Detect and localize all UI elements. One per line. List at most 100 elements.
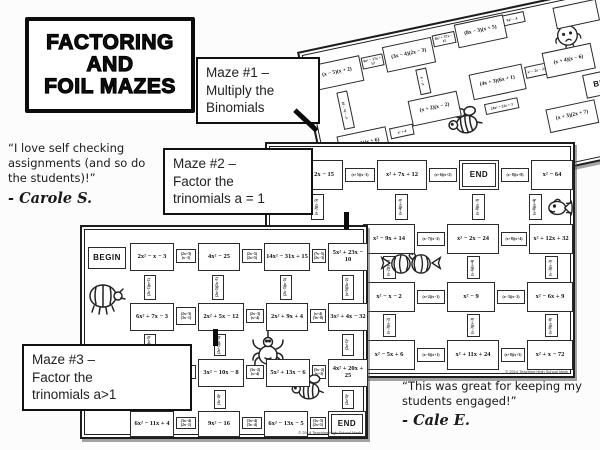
maze-connector-vertical: (x−8)(x−3) — [472, 194, 485, 220]
maze-connector-vertical: (3x−4)² — [214, 390, 226, 409]
maze-problem-box: x² + 11x + 24 — [447, 340, 499, 370]
maze-connector-horizontal: (x−8)(x+8) — [501, 168, 529, 182]
fish-icon — [547, 192, 575, 222]
maze-problem-box: 4x² − 25 — [198, 243, 240, 271]
maze-problem-box: 2x² + 9x + 4 — [266, 303, 308, 331]
maze-problem-box: (x + 3)(2x + 7) — [545, 99, 600, 134]
maze-problem-box: 14x² − 31x + 15 — [264, 243, 310, 271]
maze-connector-horizontal: x² + 4 — [388, 123, 415, 140]
testimonial-left: “I love self checking assignments (and s… — [8, 141, 160, 208]
maze-connector-vertical: (x+5)(5x−2) — [342, 275, 354, 300]
title-line: AND — [86, 52, 134, 76]
maze-problem-box: 5x² + 13x − 6 — [266, 359, 310, 387]
maze-problem-box: x² + 7x + 12 — [377, 160, 427, 190]
maze-problem-box: x² − 9x + 14 — [363, 224, 415, 254]
maze-connector-vertical: x² − 3x − 10 — [336, 90, 355, 130]
begin-box: BEGIN — [88, 247, 126, 269]
maze-connector-vertical: (x+4)(x+3) — [395, 194, 408, 220]
maze-problem-box: x² + x − 72 — [527, 340, 573, 370]
maze-connector-horizontal: (2x−5)(2x+5) — [242, 249, 262, 263]
maze-problem-box — [552, 0, 600, 30]
label-line: Factor the — [173, 173, 234, 189]
maze-connector-horizontal: (x+8)(x+4) — [501, 232, 527, 246]
maze-connector-horizontal: (x−7)(x−2) — [417, 232, 445, 246]
maze-connector-vertical: (2x+5)(2x−5) — [212, 275, 224, 300]
maze-connector-vertical: (2x−1)(x+1) — [144, 275, 156, 300]
label-line: Binomials — [206, 100, 265, 116]
label-line: trinomials a = 1 — [173, 191, 265, 207]
testimonial-text: “I love self checking assignments (and s… — [8, 141, 146, 186]
label-line: Maze #3 – — [32, 352, 96, 367]
callout-tail — [213, 329, 218, 346]
maze-connector-horizontal: (3x−5)(2x+1) — [310, 417, 326, 429]
maze-connector-horizontal: (3x−4)(2x−1) — [176, 417, 196, 429]
maze-problem-box: (3x − 4)(2x − 3) — [381, 36, 437, 73]
label-line: Maze #1 – — [206, 65, 270, 80]
maze-connector-vertical: (2x−3)(x−5) — [280, 275, 292, 300]
callout-tail — [344, 212, 349, 229]
maze-connector-horizontal: (x+8)(x+3) — [501, 348, 525, 362]
maze-problem-box: 6x² + 7x − 3 — [130, 303, 174, 331]
label-line: trinomials a>1 — [32, 387, 117, 403]
maze-connector-horizontal: (2x+3)(x−1) — [176, 249, 196, 263]
maze-connector-vertical: (2x+1)² — [342, 334, 354, 356]
begin-box: BEGIN — [582, 65, 600, 99]
maze-problem-box: 4x² + 20x + 25 — [328, 359, 368, 387]
maze2-worksheet: © 2014 Teaching High School Math x² + 2x… — [265, 142, 575, 378]
title-line: FACTORING — [45, 30, 174, 54]
maze-connector-vertical: (x−3)(x−2) — [383, 314, 396, 337]
title-line: FOIL MAZES — [44, 75, 176, 99]
maze-connector-horizontal: 24x² + 22x + 3 — [483, 97, 520, 116]
maze-problem-box: 2x² − x − 3 — [130, 243, 174, 271]
maze-problem-box: 5x² + 23x − 10 — [328, 243, 368, 271]
maze-problem-box: 9x² − 16 — [198, 411, 240, 437]
maze3-label: Maze #3 – Factor the trinomials a>1 — [22, 344, 192, 411]
copyright-text: © 2014 Teaching High School Math — [505, 369, 568, 374]
maze-problem-box: x² − x − 2 — [363, 282, 415, 312]
maze-connector-horizontal: (x+2)(x−1) — [417, 290, 445, 304]
maze1-worksheet: (x − 5)(x + 2)6x² − 17x + 12(3x − 4)(2x … — [297, 0, 600, 219]
maze-problem-box: 6x² − 11x + 4 — [130, 411, 174, 437]
maze-connector-horizontal: 8x² + 37x − 15 — [431, 30, 457, 48]
testimonial-text: “This was great for keeping my students … — [402, 379, 582, 409]
maze-connector-vertical: x² − 4 — [415, 67, 432, 96]
label-line: Maze #2 – — [173, 156, 237, 171]
testimonial-right: “This was great for keeping my students … — [402, 379, 598, 430]
maze-connector-horizontal: 6x² − 17x + 12 — [360, 53, 385, 70]
maze-problem-box: 3x² + 4x − 32 — [328, 303, 368, 331]
maze-problem-box: x² − 2x − 24 — [447, 224, 499, 254]
end-box: END — [328, 411, 366, 437]
testimonial-author: - Carole S. — [8, 189, 93, 207]
maze-connector-horizontal: (x−6)(x+1) — [417, 348, 445, 362]
maze-connector-vertical: (x−6)(x+4) — [467, 256, 480, 279]
maze-problem-box: 6x² − 13x − 5 — [264, 411, 308, 437]
maze-connector-vertical: (x−3)(x+3) — [467, 314, 480, 337]
maze-problem-box: x² − 5x + 6 — [363, 340, 415, 370]
maze-connector-horizontal: (3x+4)(3x−4) — [242, 417, 262, 429]
label-line: Multiply the — [206, 82, 275, 98]
maze-connector-horizontal: (2x+3)(3x−1) — [176, 307, 196, 325]
maze-problem-box: (8x − 3)(x + 5) — [453, 14, 508, 49]
maze-connector-horizontal: (2x−3)(x+4) — [246, 309, 264, 323]
maze-problem-box: x² − 64 — [531, 160, 573, 190]
maze-connector-vertical: (x+8)(x+4) — [529, 194, 542, 220]
maze-connector-horizontal: (x+4)(3x−8) — [310, 309, 326, 323]
maze-connector-horizontal: (7x−5)(2x−3) — [312, 249, 326, 263]
maze-problem-box: x² − 6x + 9 — [527, 282, 573, 312]
maze-connector-vertical: (2x+5)² — [342, 390, 354, 409]
maze-problem-box: x² + 12x + 32 — [529, 224, 573, 254]
maze-connector-horizontal: (x+5)(x−3) — [345, 168, 375, 182]
end-box: END — [459, 160, 499, 190]
maze-problem-box: x² − 9 — [447, 282, 495, 312]
label-line: Factor the — [32, 369, 93, 385]
testimonial-author: - Cale E. — [402, 412, 470, 430]
maze-connector-horizontal: (x+6)(x+2) — [429, 168, 457, 182]
maze-connector-vertical: (x−3)(x−3) — [545, 256, 558, 279]
maze-problem-box: 2x² + 5x − 12 — [198, 303, 244, 331]
maze-connector-horizontal: (x−3)(x−3) — [497, 290, 525, 304]
beetle-icon — [86, 279, 126, 317]
product-title: FACTORING AND FOIL MAZES — [25, 17, 195, 113]
maze-problem-box: (4x + 3)(6x + 1) — [468, 63, 527, 101]
copyright-text: © 2014 Teaching High School Math — [298, 430, 361, 435]
